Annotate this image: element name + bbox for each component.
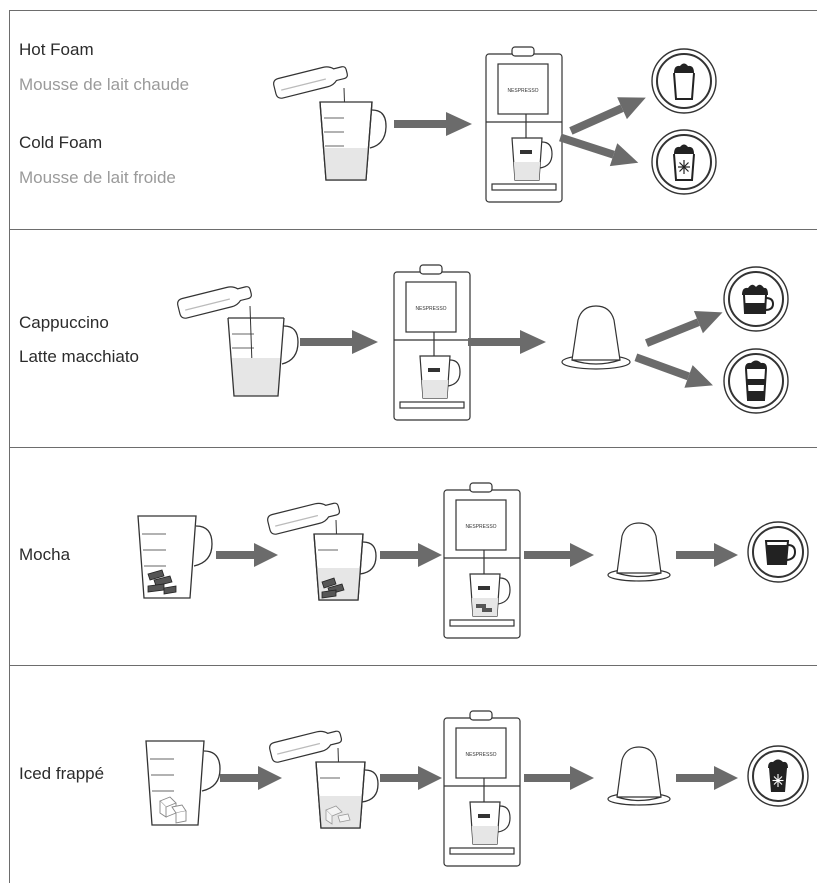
label-cold-foam-fr: Mousse de lait froide [19, 168, 176, 187]
row-divider [9, 10, 817, 11]
arrow [569, 97, 646, 135]
iced-frappe-icon [747, 745, 809, 807]
mug-with-milk-bottle [177, 286, 299, 397]
label-cappuccino: Cappuccino [19, 313, 109, 332]
row-divider [9, 229, 817, 230]
arrow [524, 766, 594, 790]
label-cold-foam: Cold Foam [19, 133, 103, 152]
latte-macchiato-icon [723, 348, 789, 414]
mug-with-chocolate [137, 515, 213, 599]
row-divider [9, 447, 817, 448]
nespresso-machine: NESPRESSO [393, 264, 471, 421]
arrow [220, 766, 282, 790]
arrow [634, 353, 713, 388]
mug-with-milk-bottle [269, 730, 379, 829]
row-foam [9, 10, 817, 229]
mug-with-ice [145, 740, 221, 826]
nespresso-machine: NESPRESSO [485, 46, 563, 203]
arrow [380, 766, 442, 790]
label-hot-foam-fr: Mousse de lait chaude [19, 75, 190, 94]
machine-brand: NESPRESSO [507, 88, 538, 94]
arrow [676, 543, 738, 567]
row-iced [9, 665, 817, 883]
cold-foam-icon [651, 129, 717, 195]
arrow [644, 311, 723, 347]
cappuccino-icon [723, 266, 789, 332]
mug-with-milk-bottle [267, 502, 377, 601]
machine-brand: NESPRESSO [465, 752, 496, 758]
arrow [300, 330, 378, 354]
row-cappuccino [9, 229, 817, 447]
machine-brand: NESPRESSO [415, 306, 446, 312]
machine-brand: NESPRESSO [465, 524, 496, 530]
coffee-capsule [607, 746, 671, 806]
nespresso-machine: NESPRESSO [443, 710, 521, 867]
arrow [468, 330, 546, 354]
row-mocha [9, 447, 817, 665]
row-divider [9, 665, 817, 666]
label-hot-foam: Hot Foam [19, 40, 94, 59]
arrow [216, 543, 278, 567]
hot-foam-icon [651, 48, 717, 114]
arrow [524, 543, 594, 567]
mocha-icon [747, 521, 809, 583]
label-iced-frappe: Iced frappé [19, 764, 105, 783]
mug-with-milk-bottle [273, 66, 387, 181]
label-latte-macchiato: Latte macchiato [19, 347, 140, 366]
arrow [559, 133, 639, 167]
arrow [394, 112, 472, 136]
coffee-capsule [561, 305, 631, 370]
nespresso-machine: NESPRESSO [443, 482, 521, 639]
arrow [380, 543, 442, 567]
coffee-capsule [607, 522, 671, 582]
label-mocha: Mocha [19, 545, 71, 564]
arrow [676, 766, 738, 790]
